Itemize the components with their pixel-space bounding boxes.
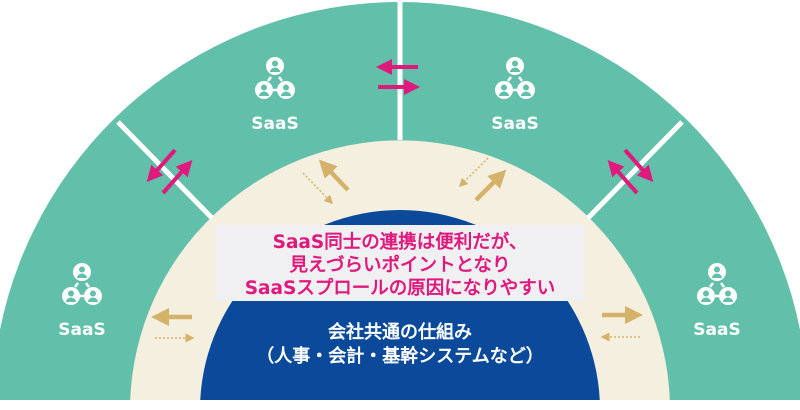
saas-node: SaaS: [491, 55, 539, 134]
saas-label: SaaS: [491, 114, 538, 134]
divider-left: [116, 120, 214, 220]
saas-node: SaaS: [58, 261, 106, 340]
saas-label: SaaS: [693, 320, 740, 340]
divider-right: [586, 120, 684, 220]
ring-dividers: [116, 0, 684, 220]
saas-node: SaaS: [251, 55, 299, 134]
gold-arrow-icon: [474, 169, 507, 202]
saas-label: SaaS: [58, 320, 105, 340]
callout-line: 見えづらいポイントとなり: [290, 254, 511, 276]
gold-arrow-icon: [318, 159, 350, 192]
arrow-up-left-icon: [607, 160, 639, 195]
saas-label: SaaS: [251, 114, 298, 134]
arrow-down-left-icon: [146, 148, 177, 182]
callout-line: SaaSスプロールの原因になりやすい: [245, 277, 556, 299]
arrow-down-right-icon: [623, 148, 654, 182]
saas-link-arrows: [146, 59, 654, 195]
core-link-arrows: [151, 157, 643, 343]
dotted-arrow-icon: [302, 172, 334, 205]
core-subtitle: （人事・会計・基幹システムなど）: [256, 345, 543, 367]
core-title: 会社共通の仕組み: [328, 321, 472, 343]
callout-box: [215, 225, 585, 301]
saas-node: SaaS: [693, 261, 741, 340]
arrow-up-right-icon: [161, 160, 193, 195]
callout-line: SaaS同士の連携は便利だが、: [273, 231, 528, 253]
